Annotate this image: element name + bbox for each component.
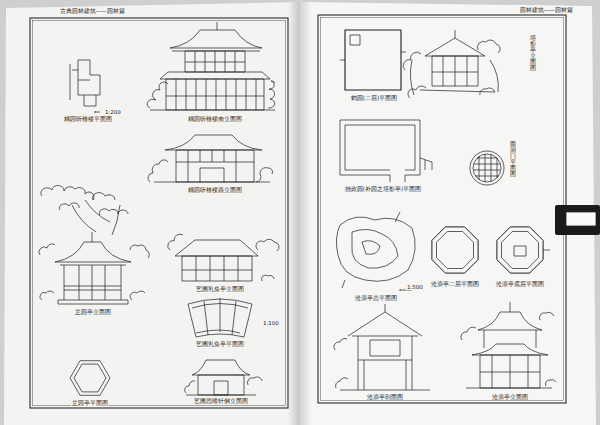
drawing-caption: 沧浪亭底层平面图 <box>495 281 545 287</box>
drawing-caption: 艺圃思嗜轩侧立面图 <box>193 398 249 404</box>
scale-note: 1:500 <box>406 284 424 290</box>
scale-note: 1:100 <box>262 320 280 326</box>
binder-clip <box>555 205 600 235</box>
drawings <box>39 22 556 395</box>
drawing-caption: 芷园亭平面图 <box>71 400 109 406</box>
drawing-caption: 拙政园(补园之塔影亭)平面图 <box>344 186 422 192</box>
right-page <box>300 2 596 425</box>
spine <box>288 2 312 425</box>
drawing-caption: 艺圃乳鱼亭立面图 <box>195 286 245 292</box>
drawing-caption: 艺圃乳鱼亭平面图 <box>195 341 245 347</box>
drawing-caption: 耦园听橹楼平面图 <box>63 116 113 122</box>
scale-note: 1:200 <box>104 109 122 115</box>
left-page <box>4 2 300 425</box>
page-frames <box>30 15 566 408</box>
drawing-caption: 沧浪亭总平面图 <box>354 295 398 301</box>
drawing-caption: 鹤园(二层)平面图 <box>350 95 398 101</box>
drawing-caption: 耦园听橹楼西立面图 <box>187 187 243 193</box>
drawing-caption: 沧浪亭立面图 <box>491 394 529 400</box>
drawing-caption: 耦园听橹楼南立面图 <box>187 116 243 122</box>
vertical-caption: 圆洞门平面图 <box>510 140 516 178</box>
vertical-caption: 塔影亭立面图 <box>530 34 536 72</box>
page-header: 园林建筑——园林篇 <box>519 7 574 13</box>
drawing-caption: 沧浪亭二层平面图 <box>430 281 480 287</box>
drawing-caption: 沧浪亭剖面图 <box>366 394 404 400</box>
drawing-caption: 芷园亭立面图 <box>74 309 112 315</box>
page-header: 古典园林建筑——园林篇 <box>59 8 126 14</box>
